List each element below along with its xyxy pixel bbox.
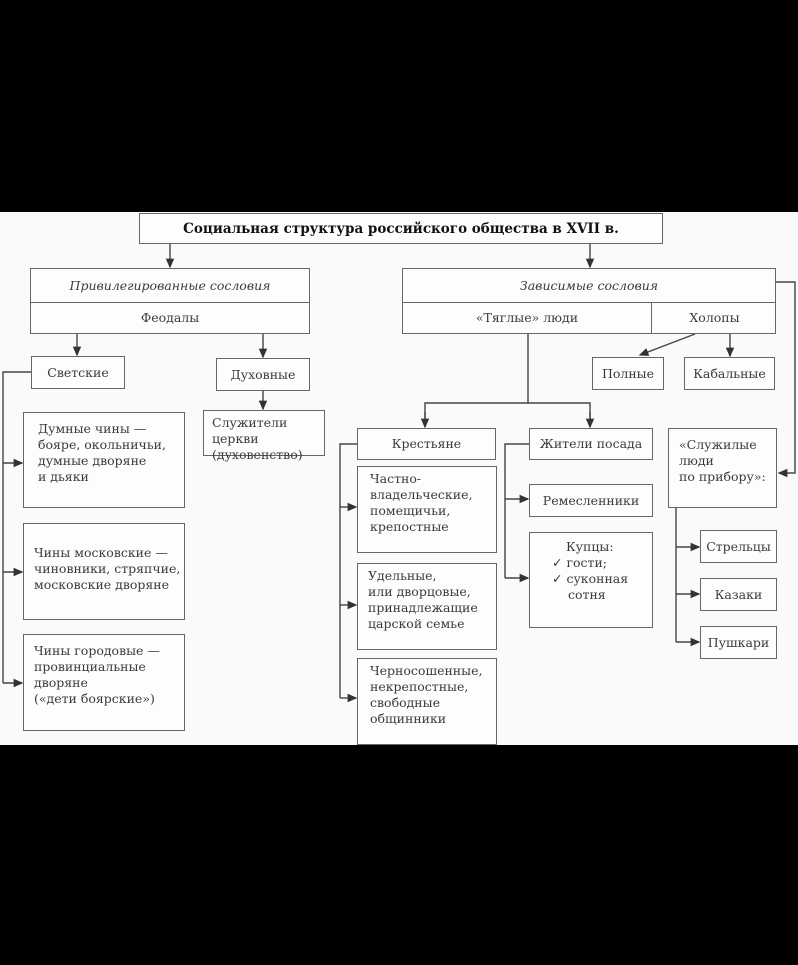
private-peasants-box: Частно- владельческие, помещичьи, крепос… [357,466,497,553]
text-line: чиновники, стряпчие, [34,561,181,576]
service-people-box: «Служилые люди по прибору»: [668,428,777,508]
connectors [2,243,796,703]
church-servants-box: Служители церкви (духовенство) [203,410,325,462]
text-line: и дьяки [38,469,89,484]
text-line: сотня [568,587,606,602]
text-line: («дети боярские») [34,691,155,706]
merchants-box: Купцы: ✓ гости; ✓ суконная сотня [529,532,653,628]
text-line: крепостные [370,519,449,534]
text-line: по прибору»: [679,469,766,484]
text-line: думные дворяне [38,453,147,468]
text-line: некрепостные, [370,679,469,694]
peasants-box: Крестьяне [357,428,496,460]
town-ranks-box: Чины городовые — провинциальные дворяне … [23,634,185,731]
text-line: Удельные, [368,568,437,583]
text-line: люди [679,453,714,468]
privileged-estates-box: Привилегированные сословия Феодалы [30,268,310,334]
feudals-label: Феодалы [140,310,200,325]
text-line: Чины городовые — [34,643,160,658]
check-icon: ✓ [552,571,567,586]
privileged-label: Привилегированные сословия [31,269,309,303]
dependent-label: Зависимые сословия [403,269,775,303]
diagram-sheet: Социальная структура российского обществ… [0,212,798,745]
kholopy-label: Холопы [689,310,740,325]
text-line: церкви [212,431,259,446]
text-line: или дворцовые, [368,584,471,599]
text-line: владельческие, [370,487,473,502]
cossacks-box: Казаки [700,578,777,611]
text-line: царской семье [368,616,465,631]
text-line: принадлежащие [368,600,478,615]
streltsy-box: Стрельцы [700,530,777,563]
text-line: общинники [370,711,447,726]
court-peasants-box: Удельные, или дворцовые, принадлежащие ц… [357,563,497,650]
text-line: дворяне [34,675,88,690]
check-icon: ✓ [552,555,567,570]
tyaglye-label: «Тяглые» люди [403,303,652,333]
text-line: провинциальные [34,659,146,674]
gunners-box: Пушкари [700,626,777,659]
moscow-ranks-box: Чины московские — чиновники, стряпчие, м… [23,523,185,620]
text-line: Думные чины — [38,421,147,436]
text-line: суконная [566,571,629,586]
bonded-kholopy-box: Кабальные [684,357,775,390]
text-line: Служители [212,415,288,430]
text-line: Черносошенные, [370,663,483,678]
text-line: свободные [370,695,440,710]
craftsmen-box: Ремесленники [529,484,653,517]
full-kholopy-box: Полные [592,357,664,390]
text-line: помещичьи, [370,503,451,518]
text-line: гости; [566,555,607,570]
posad-box: Жители посада [529,428,653,460]
text-line: Частно- [370,471,422,486]
text-line: бояре, окольничьи, [38,437,166,452]
text-line: Чины московские — [34,545,168,560]
clergy-box: Духовные [216,358,310,391]
secular-box: Светские [31,356,125,389]
dependent-estates-box: Зависимые сословия «Тяглые» люди Холопы [402,268,776,334]
duma-ranks-box: Думные чины — бояре, окольничьи, думные … [23,412,185,508]
black-plough-peasants-box: Черносошенные, некрепостные, свободные о… [357,658,497,745]
diagram-title: Социальная структура российского обществ… [139,213,663,244]
merchants-label: Купцы: [566,539,614,554]
text-line: «Служилые [679,437,757,452]
text-line: (духовенство) [212,447,303,462]
text-line: московские дворяне [34,577,170,592]
secular-bracket [2,371,31,683]
